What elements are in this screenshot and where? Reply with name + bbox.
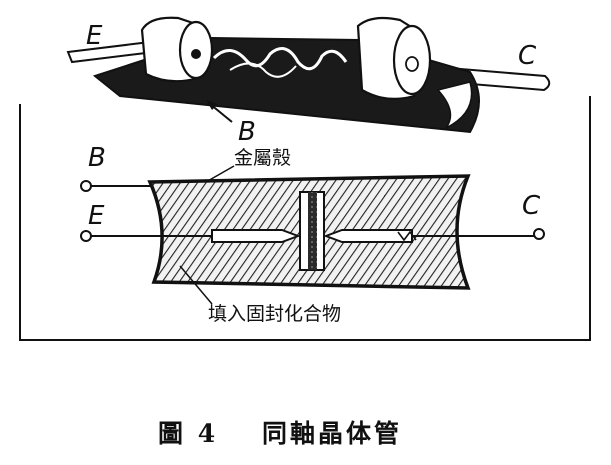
collector-electrode [323, 229, 413, 243]
label-e: E [88, 201, 105, 231]
interior-wires-2 [229, 62, 297, 78]
label-b: B [88, 143, 106, 173]
cross-section-schematic: B E C 金屬殼 填入固封化合物 [80, 143, 545, 325]
figure-caption: 圖 4 同軸晶体管 [158, 419, 402, 448]
right-end-cap [356, 16, 432, 101]
interior-wires [212, 47, 348, 71]
terminal-b [80, 180, 92, 192]
terminal-e [80, 230, 92, 242]
terminal-c [533, 228, 545, 240]
top-label-c: C [518, 41, 537, 71]
label-c: C [522, 191, 541, 221]
shell-inner-opening [436, 81, 473, 129]
frame-outline [19, 96, 591, 341]
emitter-electrode [211, 229, 301, 243]
top-label-e: E [86, 21, 103, 51]
filling-label: 填入固封化合物 [208, 303, 341, 325]
crystal-wafer [308, 192, 317, 270]
left-end-cap [140, 16, 214, 83]
top-label-b: B [238, 117, 256, 147]
emitter-lead [66, 40, 156, 64]
caption-figure-number: 圖 4 [158, 419, 218, 448]
cutaway-drawing: E C B [19, 16, 591, 341]
shell-label: 金屬殼 [234, 147, 291, 169]
filling-label-leader [179, 265, 213, 305]
shell-label-leader [205, 165, 235, 183]
caption-title: 同軸晶体管 [262, 419, 402, 448]
